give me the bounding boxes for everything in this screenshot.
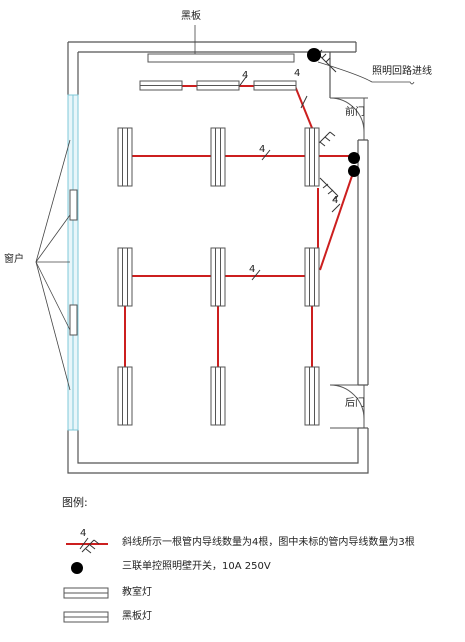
windows — [67, 94, 79, 431]
legend-title: 图例: — [62, 496, 88, 509]
wire-count-lower: 4 — [249, 264, 256, 275]
window-label: 窗户 — [4, 254, 24, 265]
wire-count-right: 4 — [332, 195, 339, 206]
switches — [307, 48, 360, 177]
back-door — [329, 384, 368, 429]
legend-wire-desc: 斜线所示一根管内导线数量为4根，图中未标的管内导线数量为3根 — [122, 537, 415, 548]
blackboard — [147, 53, 295, 63]
back-door-label: 后门 — [345, 398, 365, 409]
blackboard-label: 黑板 — [181, 11, 201, 22]
legend-switch-desc: 三联单控照明壁开关，10A 250V — [122, 561, 271, 572]
incoming-leader — [317, 61, 415, 85]
classroom-light — [117, 366, 133, 426]
wiring — [124, 85, 355, 367]
classroom-light — [117, 247, 133, 307]
classroom-light — [304, 127, 320, 187]
front-door-label: 前门 — [345, 107, 365, 118]
switch-dot — [348, 165, 360, 177]
classroom-light — [117, 127, 133, 187]
classroom-lights — [117, 127, 320, 426]
incoming-line-label: 照明回路进线 — [372, 66, 432, 77]
legend-symbols — [63, 537, 109, 623]
wire-count-top: 4 — [242, 70, 249, 81]
legend-wire-count: 4 — [80, 528, 87, 539]
switch-dot — [307, 48, 321, 62]
classroom-light — [210, 127, 226, 187]
legend-classroom-light: 教室灯 — [122, 587, 152, 598]
wire-ticks — [237, 76, 341, 281]
front-door — [329, 97, 368, 140]
legend-blackboard-light: 黑板灯 — [122, 611, 152, 622]
switch-dot — [348, 152, 360, 164]
classroom-light — [210, 247, 226, 307]
wire-count-feed: 4 — [294, 68, 301, 79]
classroom-light — [304, 366, 320, 426]
wire-count-mid: 4 — [259, 144, 266, 155]
window-leaders — [35, 139, 71, 391]
classroom-light — [210, 366, 226, 426]
blackboard-lights — [139, 80, 297, 91]
classroom-light — [304, 247, 320, 307]
